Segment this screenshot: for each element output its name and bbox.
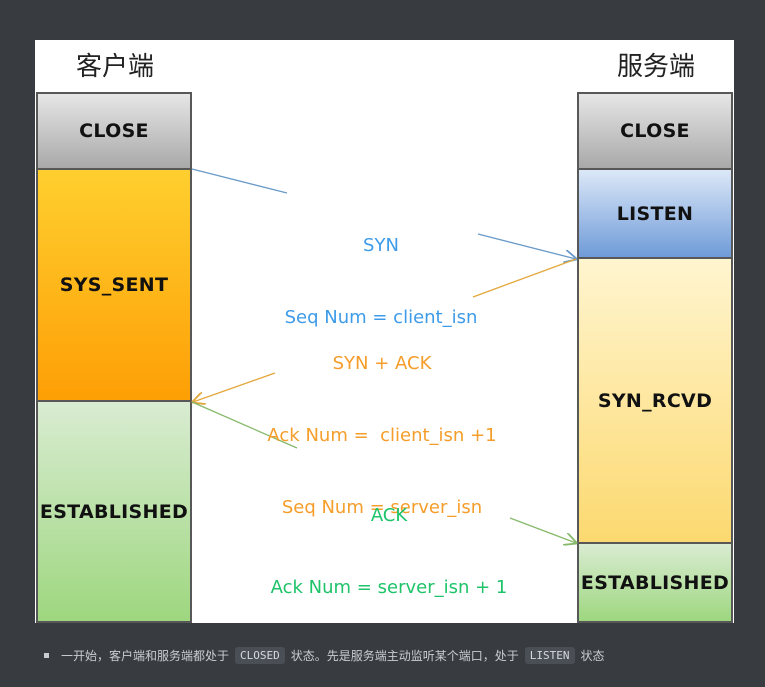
caption: 一开始，客户端和服务端都处于 CLOSED 状态。先是服务端主动监听某个端口，处… [44,647,605,664]
synack-message-line1: SYN + ACK [332,353,432,374]
client-title: 客户端 [76,52,155,82]
server-title: 服务端 [617,52,696,82]
diagram-canvas: 客户端 服务端 CLOSE SYS_SENT ESTABLISHED CLOSE… [35,40,734,623]
ack-arrow-segment-1 [191,401,298,449]
caption-text-2: 状态。先是服务端主动监听某个端口，处于 [290,649,519,663]
arrows-layer [35,168,734,623]
synack-arrow-segment-1 [472,258,577,298]
syn-arrow-segment-1 [191,168,288,194]
server-state-syn-rcvd: SYN_RCVD [577,257,733,544]
synack-arrow-segment-2 [193,372,276,402]
syn-arrow-segment-2 [477,233,576,259]
syn-message: SYN Seq Num = client_isn [281,186,481,378]
caption-code-listen: LISTEN [524,647,575,664]
caption-text-1: 一开始，客户端和服务端都处于 [61,649,230,663]
ack-message: ACK Ack Num = server_isn + 1 [259,456,519,648]
synack-message-line2: Ack Num = client_isn +1 [267,425,497,446]
server-state-close: CLOSE [577,92,733,170]
ack-message-line1: ACK [370,505,408,526]
client-state-established: ESTABLISHED [36,400,192,623]
syn-message-line1: SYN [363,235,399,256]
caption-code-closed: CLOSED [235,647,285,664]
synack-message: SYN + ACK Ack Num = client_isn +1 Seq Nu… [257,304,507,568]
ack-message-line2: Ack Num = server_isn + 1 [270,577,508,598]
ack-arrow-segment-2 [509,517,576,543]
syn-message-line2: Seq Num = client_isn [284,307,478,328]
server-state-established: ESTABLISHED [577,542,733,623]
synack-message-line3: Seq Num = server_isn [281,497,483,518]
client-state-sys-sent: SYS_SENT [36,168,192,402]
server-state-listen: LISTEN [577,168,733,259]
bullet-icon [44,653,49,658]
caption-text-3: 状态 [580,649,605,663]
